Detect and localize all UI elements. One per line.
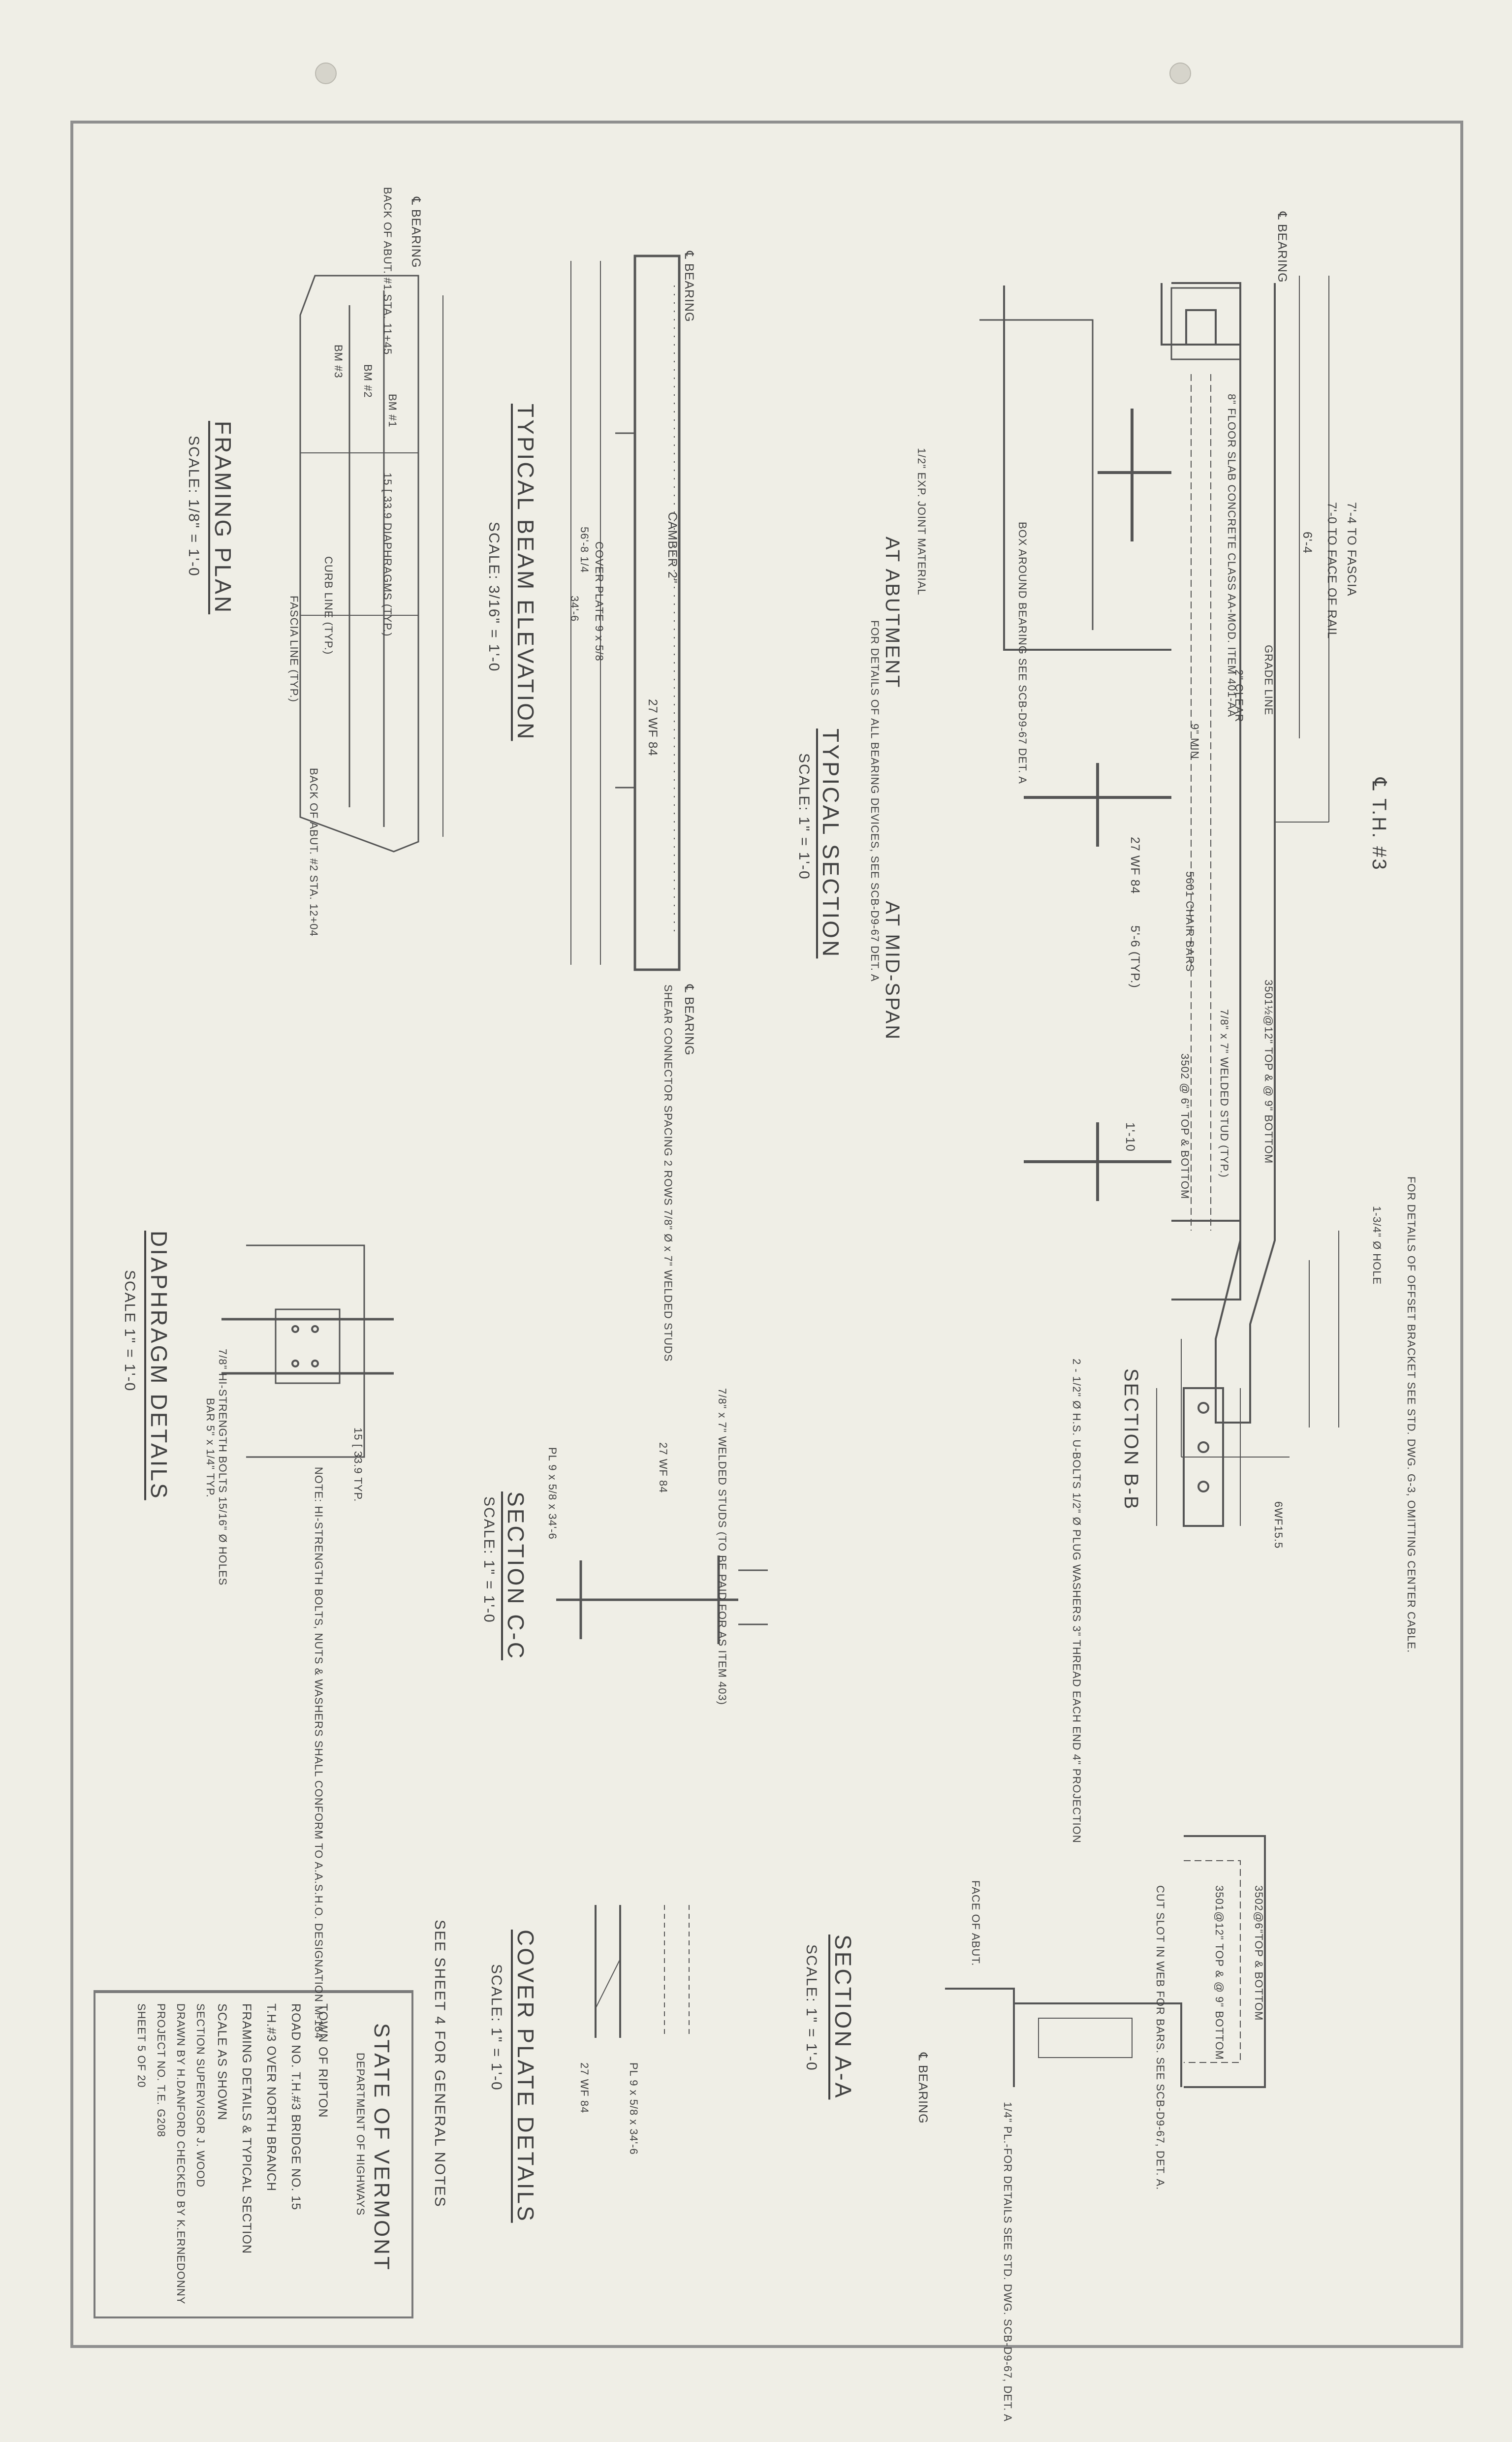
title-supervisor: SECTION SUPERVISOR J. WOOD	[194, 2003, 207, 2188]
punch-hole	[1169, 63, 1191, 84]
label-c15: 15 [ 33.9 TYP.	[352, 1427, 364, 1502]
title-state: STATE OF VERMONT	[370, 2023, 394, 2272]
sheet-border	[70, 121, 1463, 2348]
title-sheet: SHEET 5 OF 20	[135, 2003, 148, 2088]
label-bearing-beam: ℄ BEARING	[682, 251, 696, 322]
section-bb-drawing	[1156, 1387, 1241, 1527]
label-th3: ℄ T.H. #3	[1368, 778, 1390, 871]
label-pl-cover: PL 9 x 5/8 x 34'-6	[628, 2062, 640, 2155]
label-at-abutment: AT ABUTMENT	[882, 537, 903, 689]
label-sta-1: BACK OF ABUT. #1 STA. 11+45	[381, 187, 394, 355]
diaphragm-title: DIAPHRAGM DETAILS	[146, 1231, 172, 1500]
label-sta-2: BACK OF ABUT. #2 STA. 12+04	[308, 768, 320, 937]
title-drawn: DRAWN BY H.DANFORD CHECKED BY K.ERNEDONN…	[175, 2003, 187, 2305]
title-block	[94, 1991, 413, 2318]
label-min: 9" MIN	[1189, 724, 1201, 760]
label-bars-top2: 3502 @ 6" TOP & BOTTOM	[1179, 1053, 1191, 1200]
cover-plate-scale: SCALE: 1" = 1'-0	[488, 1964, 504, 2091]
typical-section-scale: SCALE: 1" = 1'-0	[796, 753, 812, 880]
label-chair-bars: 5601 CHAIR BARS	[1184, 871, 1196, 972]
title-contents: FRAMING DETAILS & TYPICAL SECTION	[240, 2003, 253, 2254]
label-face-abut: FACE OF ABUT.	[970, 1880, 982, 1966]
label-5-6: 5'-6 (TYP.)	[1128, 925, 1142, 988]
label-cover-len: 34'-6	[568, 596, 581, 622]
label-cover-plate: COVER PLATE 9 x 5/8	[593, 541, 605, 662]
section-cc-title: SECTION C-C	[503, 1491, 529, 1660]
label-bars-top: 3501½@12" TOP & @ 9" BOTTOM	[1262, 980, 1275, 1164]
typical-section-drawing	[979, 276, 1339, 1458]
section-aa-scale: SCALE: 1" = 1'-0	[803, 1944, 819, 2071]
label-bm3: BM #3	[332, 345, 345, 379]
section-cc-scale: SCALE: 1" = 1'-0	[481, 1496, 497, 1623]
beam-elevation-title: TYPICAL BEAM ELEVATION	[513, 404, 538, 741]
label-cut-slot: CUT SLOT IN WEB FOR BARS. SEE SCB-D9-67,…	[1154, 1885, 1166, 2190]
label-u-bolts: 2 - 1/2" Ø H.S. U-BOLTS 1/2" Ø PLUG WASH…	[1071, 1359, 1083, 1843]
label-1-10: 1'-10	[1123, 1122, 1137, 1152]
label-bars-aa2: 3501@12" TOP & @ 9" BOTTOM	[1213, 1885, 1226, 2060]
label-beam-27-cc: 27 WF 84	[657, 1442, 669, 1493]
label-6-4: 6'-4	[1300, 532, 1314, 554]
label-clear: 2" CLEAR	[1233, 669, 1245, 723]
label-bearing-beam-2: ℄ BEARING	[682, 984, 696, 1056]
label-pl-cc: PL 9 x 5/8 x 34'-6	[546, 1447, 559, 1540]
label-bearing-devices: FOR DETAILS OF ALL BEARING DEVICES, SEE …	[869, 620, 881, 982]
label-curb: CURB LINE (TYP.)	[322, 556, 335, 655]
label-wf15: 6WF15.5	[1272, 1501, 1285, 1549]
diaphragm-drawing	[221, 1244, 394, 1458]
label-hs-bolts: 7/8" HI-STRENGTH BOLTS 15/16" Ø HOLES	[217, 1349, 229, 1586]
label-bar: BAR 5" x 1/4" TYP.	[204, 1398, 217, 1498]
label-offset-bracket: FOR DETAILS OF OFFSET BRACKET SEE STD. D…	[1405, 1176, 1418, 1653]
label-bearing-top: ℄ BEARING	[1275, 212, 1289, 283]
general-note: SEE SHEET 4 FOR GENERAL NOTES	[432, 1920, 448, 2208]
framing-plan-scale: SCALE: 1/8" = 1'-0	[186, 436, 202, 577]
label-grade-line: GRADE LINE	[1262, 645, 1275, 716]
label-beam-27-elev: 27 WF 84	[646, 699, 660, 757]
title-crossing: T.H.#3 OVER NORTH BRANCH	[264, 2003, 278, 2191]
beam-elevation-scale: SCALE: 3/16" = 1'-0	[486, 522, 502, 672]
label-slab-concrete: 8" FLOOR SLAB CONCRETE CLASS AA-MOD. ITE…	[1226, 394, 1238, 718]
label-bearing-plan: ℄ BEARING	[409, 197, 423, 268]
label-beam-27-cover: 27 WF 84	[578, 2062, 591, 2114]
framing-plan-drawing	[299, 275, 443, 853]
label-box: BOX AROUND BEARING SEE SCB-D9-67 DET. A	[1016, 522, 1029, 784]
title-scale: SCALE AS SHOWN	[215, 2003, 229, 2121]
label-studs-cc: 7/8" x 7" WELDED STUDS (TO BE PAID FOR A…	[716, 1388, 728, 1706]
section-bb-title: SECTION B-B	[1120, 1368, 1142, 1511]
label-bm1: BM #1	[386, 394, 399, 428]
title-department: DEPARTMENT OF HIGHWAYS	[354, 2053, 367, 2216]
label-at-mid-span: AT MID-SPAN	[882, 901, 903, 1041]
section-aa-title: SECTION A-A	[830, 1935, 856, 2100]
label-fascia: 7'-4 TO FASCIA	[1345, 502, 1358, 597]
title-road: ROAD NO. T.H.#3 BRIDGE NO. 15	[289, 2003, 303, 2211]
label-note-bolts: NOTE: HI-STRENGTH BOLTS, NUTS & WASHERS …	[313, 1467, 325, 2039]
label-hole: 1-3/4" Ø HOLE	[1371, 1206, 1383, 1285]
label-camber: CAMBER 2"	[665, 512, 679, 584]
label-bars-aa: 3502@6"TOP & BOTTOM	[1253, 1885, 1265, 2021]
label-beam-27: 27 WF 84	[1128, 837, 1142, 894]
section-cc-drawing	[556, 1555, 768, 1644]
label-length: 56'-8 1/4	[578, 527, 591, 573]
label-pl-note: 1/4" PL.-FOR DETAILS SEE STD. DWG. SCB-D…	[1002, 2102, 1014, 2422]
label-exp-joint: 1/2" EXP. JOINT MATERIAL	[915, 448, 928, 596]
typical-section-title: TYPICAL SECTION	[818, 729, 844, 959]
section-aa-drawing	[945, 1835, 1266, 2088]
cover-plate-title: COVER PLATE DETAILS	[513, 1930, 538, 2223]
label-fascia-line: FASCIA LINE (TYP.)	[288, 596, 300, 702]
label-shear: SHEAR CONNECTOR SPACING 2 ROWS 7/8" Ø x …	[662, 984, 674, 1362]
beam-elevation-drawing	[570, 254, 681, 971]
label-channel: 15 [ 33.9 DIAPHRAGMS (TYP.)	[381, 473, 394, 637]
punch-hole	[315, 63, 337, 84]
label-studs: 7/8" x 7" WELDED STUD (TYP.)	[1218, 1009, 1230, 1178]
framing-plan-title: FRAMING PLAN	[210, 421, 236, 615]
label-bearing-aa: ℄ BEARING	[916, 2053, 930, 2124]
cover-plate-drawing	[595, 1905, 690, 2038]
label-bm2: BM #2	[362, 364, 374, 398]
label-face-rail: 7'-0 TO FACE OF RAIL	[1325, 502, 1339, 639]
diaphragm-scale: SCALE 1" = 1'-0	[122, 1270, 138, 1392]
title-project: PROJECT NO. T.E. G208	[155, 2003, 167, 2138]
